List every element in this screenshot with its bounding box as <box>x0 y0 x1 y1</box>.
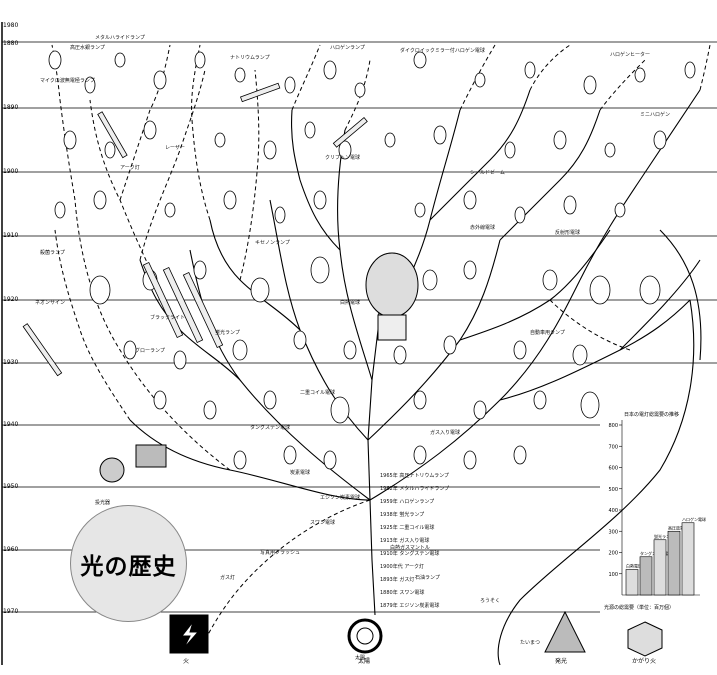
origin-label: 太陽 <box>358 656 370 665</box>
timeline-note: 1959年 ハロゲンランプ <box>380 499 434 505</box>
timeline-note: 1962年 メタルハライドランプ <box>380 486 449 492</box>
chart-tick-label: 300 <box>608 529 618 535</box>
tube-icons <box>23 83 367 375</box>
lamp-label: ナトリウムランプ <box>230 55 270 61</box>
lamp-label: ダイクロイックミラー付ハロゲン電球 <box>400 48 485 54</box>
chart-bar <box>654 540 666 595</box>
lamp-label: 蛍光ランプ <box>215 330 240 336</box>
chart-tick-label: 400 <box>608 508 618 514</box>
demand-chart: 800700600500400300200100白熱電球タングステン電球蛍光ラン… <box>608 420 706 595</box>
timeline-note: 1880年 スワン電球 <box>380 590 424 596</box>
lamp-label: 写真用フラッシュ <box>260 550 300 556</box>
timeline-note: 1893年 ガス灯 <box>380 577 414 583</box>
lamp-label: 自動車用ランプ <box>530 330 565 336</box>
chart-tick-label: 700 <box>608 444 618 450</box>
lamp-label: ネオンサイン <box>35 300 65 306</box>
year-label: 1920 <box>3 296 18 303</box>
lamp-label: 殺菌ランプ <box>40 250 65 256</box>
year-label: 1980 <box>3 22 18 29</box>
origin-label: 発光 <box>555 656 567 665</box>
chart-bar <box>640 557 652 595</box>
year-label: 1910 <box>3 232 18 239</box>
lamp-label: キセノンランプ <box>255 240 290 246</box>
lamp-label: 二重コイル電球 <box>300 390 335 396</box>
year-label: 1960 <box>3 546 18 553</box>
lamp-label: タングステン電球 <box>250 425 290 431</box>
large-lamp-icon <box>366 253 418 340</box>
chart-tick-label: 100 <box>608 572 618 578</box>
origin-label: かがり火 <box>632 656 656 665</box>
lamp-label: たいまつ <box>520 640 540 646</box>
lamp-label: 赤外線電球 <box>470 225 495 231</box>
lamp-label: 高圧水銀ランプ <box>70 45 105 51</box>
lamp-label: ガス灯 <box>220 575 235 581</box>
chart-bar-label: 白熱電球 <box>626 563 642 569</box>
lamp-label: ガス入り電球 <box>430 430 460 436</box>
timeline-note: 1900年代 アーク灯 <box>380 564 424 570</box>
chart-bar <box>626 570 638 596</box>
timeline-note: 1965年 高圧ナトリウムランプ <box>380 473 449 479</box>
lamp-label: メタルハライドランプ <box>95 35 145 41</box>
lamp-label: 投光器 <box>95 500 110 506</box>
lamp-label: ろうそく <box>480 598 500 604</box>
lamp-label: マイクロ波無電極ランプ <box>40 78 95 84</box>
chart-bar <box>668 531 680 595</box>
year-label: 1950 <box>3 483 18 490</box>
lamp-label: アーク灯 <box>120 165 140 171</box>
origin-icons <box>170 612 662 656</box>
year-label: 1900 <box>3 168 18 175</box>
lamp-label: スワン電球 <box>310 520 335 526</box>
lamp-label: エジソン炭素電球 <box>320 495 360 501</box>
timeline-note: 1910年 タングステン電球 <box>380 551 439 557</box>
title-badge: 光の歴史 <box>70 505 187 622</box>
chart-caption: 光源の総需要（単位：百万個） <box>604 604 674 611</box>
lamp-label: 炭素電球 <box>290 470 310 476</box>
chart-tick-label: 600 <box>608 466 618 472</box>
lamp-label: 白熱電球 <box>340 300 360 306</box>
chart-tick-label: 200 <box>608 551 618 557</box>
timeline-note: 1913年 ガス入り電球 <box>380 538 429 544</box>
lamp-label: ミニハロゲン <box>640 112 670 118</box>
year-label: 1930 <box>3 359 18 366</box>
lamp-label: ハロゲンランプ <box>330 45 365 51</box>
chart-title: 日本の電灯総需要の推移 <box>624 411 679 418</box>
year-label: 1880 <box>3 40 18 47</box>
timeline-note: 1938年 蛍光ランプ <box>380 512 424 518</box>
lamp-label: シールドビーム <box>470 170 505 176</box>
year-label: 1970 <box>3 608 18 615</box>
page-title: 光の歴史 <box>81 547 177 581</box>
lamp-label: 反射形電球 <box>555 230 580 236</box>
year-label: 1890 <box>3 104 18 111</box>
lamp-label: ブラックライト <box>150 315 185 321</box>
chart-bar-label: ハロゲン電球 <box>682 516 706 522</box>
chart-tick-label: 800 <box>608 423 618 429</box>
chart-tick-label: 500 <box>608 487 618 493</box>
lamp-label: レーザー <box>165 145 185 151</box>
lamp-label: ハロゲンヒーター <box>610 52 650 58</box>
projector-icon <box>100 445 166 482</box>
lamp-label: グローランプ <box>135 348 165 354</box>
lamp-label: クリプトン電球 <box>325 155 360 161</box>
chart-bar <box>682 523 694 595</box>
origin-label: 火 <box>183 656 189 665</box>
lamp-label: 石油ランプ <box>415 575 440 581</box>
year-label: 1940 <box>3 421 18 428</box>
timeline-note: 1879年 エジソン炭素電球 <box>380 603 439 609</box>
timeline-note: 1925年 二重コイル電球 <box>380 525 434 531</box>
